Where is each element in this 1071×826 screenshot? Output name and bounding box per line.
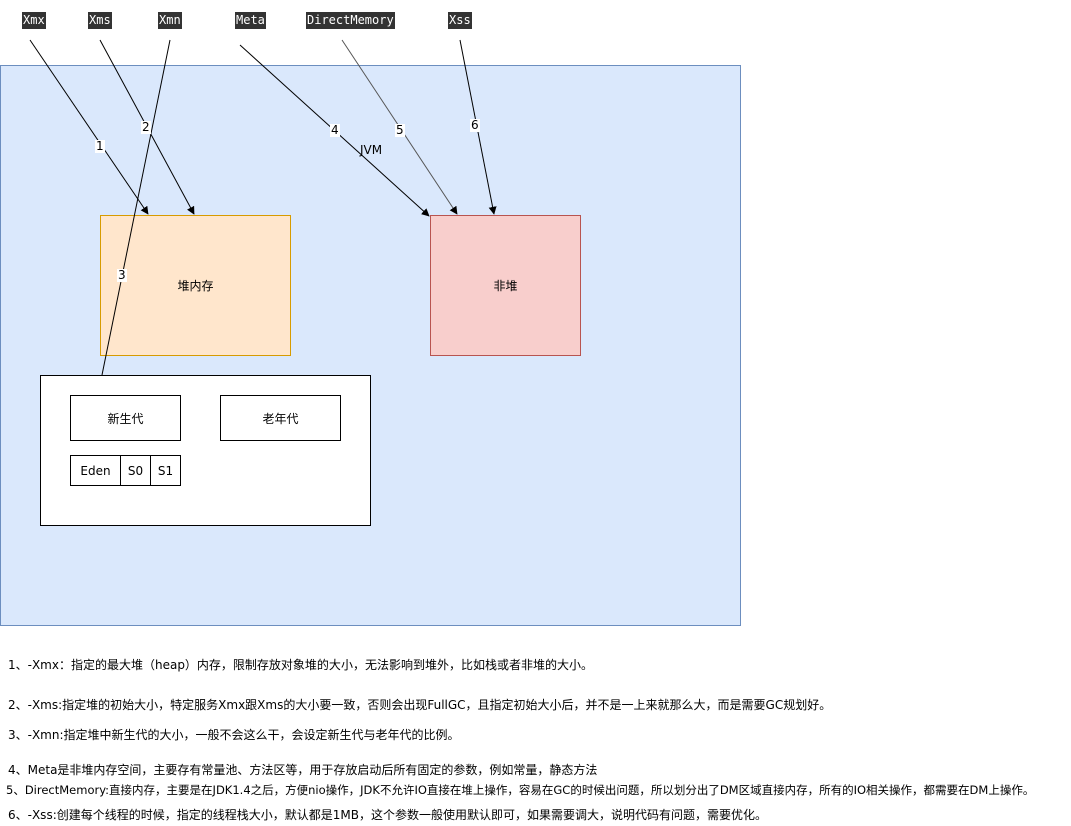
s1-label: S1 <box>157 463 174 478</box>
heap-label: 堆内存 <box>177 279 214 293</box>
s1-box: S1 <box>150 455 181 486</box>
arrow-label-1: 1 <box>95 139 105 153</box>
param-xmx: Xmx <box>22 12 46 29</box>
arrow-xmx-to-heap <box>29 39 149 215</box>
s0-label: S0 <box>127 463 144 478</box>
note-5: 5、DirectMemory:直接内存，主要是在JDK1.4之后，方便nio操作… <box>6 783 1035 797</box>
old-generation-label: 老年代 <box>262 411 299 426</box>
note-4: 4、Meta是非堆内存空间，主要存有常量池、方法区等，用于存放启动后所有固定的参… <box>8 763 598 777</box>
note-6: 6、-Xss:创建每个线程的时候，指定的线程栈大小，默认都是1MB，这个参数一般… <box>8 808 767 822</box>
param-directmemory: DirectMemory <box>306 12 395 29</box>
param-xms: Xms <box>88 12 112 29</box>
eden-label: Eden <box>80 463 111 478</box>
note-3: 3、-Xmn:指定堆中新生代的大小，一般不会这么干，会设定新生代与老年代的比例。 <box>8 728 460 742</box>
param-xss: Xss <box>448 12 472 29</box>
old-generation-box: 老年代 <box>220 395 341 441</box>
nonheap-label: 非堆 <box>493 279 518 293</box>
param-xmn: Xmn <box>158 12 182 29</box>
s0-box: S0 <box>120 455 151 486</box>
line-xmn-to-young <box>101 39 171 376</box>
note-2: 2、-Xms:指定堆的初始大小，特定服务Xmx跟Xms的大小要一致，否则会出现F… <box>8 698 832 712</box>
arrow-label-4: 4 <box>330 123 340 137</box>
arrow-label-3: 3 <box>117 268 127 282</box>
note-1: 1、-Xmx：指定的最大堆（heap）内存，限制存放对象堆的大小，无法影响到堆外… <box>8 658 593 672</box>
young-generation-box: 新生代 <box>70 395 181 441</box>
arrow-label-6: 6 <box>470 118 480 132</box>
jvm-label: JVM <box>360 143 383 157</box>
nonheap-box: 非堆 <box>430 215 581 356</box>
young-generation-label: 新生代 <box>107 411 144 426</box>
heap-box: 堆内存 <box>100 215 291 356</box>
arrow-label-5: 5 <box>395 123 405 137</box>
param-meta: Meta <box>235 12 266 29</box>
arrow-label-2: 2 <box>141 120 151 134</box>
